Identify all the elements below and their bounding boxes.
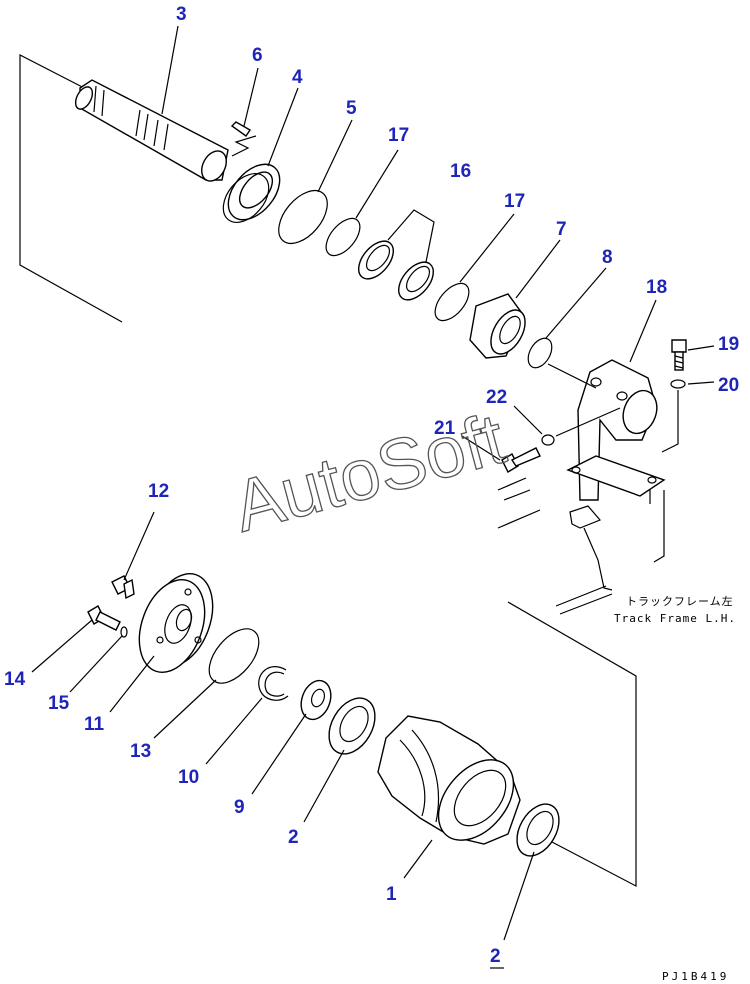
callout-17-second: 17: [504, 191, 525, 212]
callout-22: 22: [486, 387, 507, 408]
leader-ring-to-bracket: [547, 363, 597, 389]
part-nut: [300, 679, 332, 721]
part-bolt-19: [671, 339, 687, 371]
leader-bolt-to-bracket: [661, 390, 679, 453]
drawing-code: PJ1B419: [662, 970, 729, 983]
part-o-ring-small: [325, 217, 361, 257]
track-frame-outline: [497, 477, 665, 615]
part-washer-20: [670, 379, 686, 389]
part-snap-ring: [258, 666, 289, 701]
part-o-ring-cover: [208, 628, 260, 684]
leader-lines: [31, 25, 715, 941]
frame-label-en: Track Frame L.H.: [614, 612, 736, 625]
part-snap-ring-inner: [264, 671, 285, 697]
part-plug: [111, 575, 135, 600]
callout-3: 3: [176, 4, 187, 25]
upper-assembly-outline: [19, 54, 123, 323]
part-washer-15: [120, 626, 128, 638]
callout-13: 13: [130, 741, 151, 762]
watermark-text: AutoSoft: [225, 399, 512, 548]
part-bearing-inner: [328, 697, 376, 755]
callout-17: 17: [388, 125, 409, 146]
callout-5: 5: [346, 98, 357, 119]
part-roller: [377, 715, 521, 845]
part-bracket: [566, 359, 666, 501]
callout-2-second: 2: [490, 946, 501, 967]
callout-labels: 3 6 4 5 17 16 17 7 8 18 19 20 22 21 12 1…: [4, 4, 739, 969]
frame-label-jp: トラックフレーム左: [626, 595, 734, 608]
callout-14: 14: [4, 669, 26, 690]
part-floating-seal: [358, 240, 434, 301]
callout-4: 4: [292, 67, 303, 88]
callout-16: 16: [450, 161, 471, 182]
callout-11: 11: [84, 714, 105, 735]
part-bolt-14: [87, 605, 121, 631]
part-cover: [138, 573, 214, 673]
part-o-ring-small-2: [434, 282, 470, 322]
callout-9: 9: [234, 797, 245, 818]
callout-6: 6: [252, 45, 263, 66]
lower-assembly-outline: [507, 601, 637, 887]
part-pin: [230, 121, 257, 157]
part-collar: [469, 293, 526, 359]
callout-18: 18: [646, 277, 667, 298]
part-bearing-outer: [516, 803, 560, 857]
callout-10: 10: [178, 767, 199, 788]
part-bolt-21: [501, 447, 541, 473]
callout-19: 19: [718, 334, 739, 355]
part-washer-22: [541, 434, 555, 446]
part-seal: [222, 163, 281, 223]
callout-8: 8: [602, 247, 613, 268]
callout-15: 15: [48, 693, 70, 714]
callout-1: 1: [386, 884, 397, 905]
part-o-ring-tiny: [527, 337, 553, 369]
callout-21: 21: [434, 418, 456, 439]
callout-2: 2: [288, 827, 299, 848]
leader-washer-to-bracket: [555, 407, 621, 437]
callout-12: 12: [148, 481, 169, 502]
part-o-ring-large: [278, 189, 328, 245]
part-shaft: [74, 79, 229, 182]
callout-7: 7: [556, 219, 567, 240]
callout-20: 20: [718, 375, 739, 396]
